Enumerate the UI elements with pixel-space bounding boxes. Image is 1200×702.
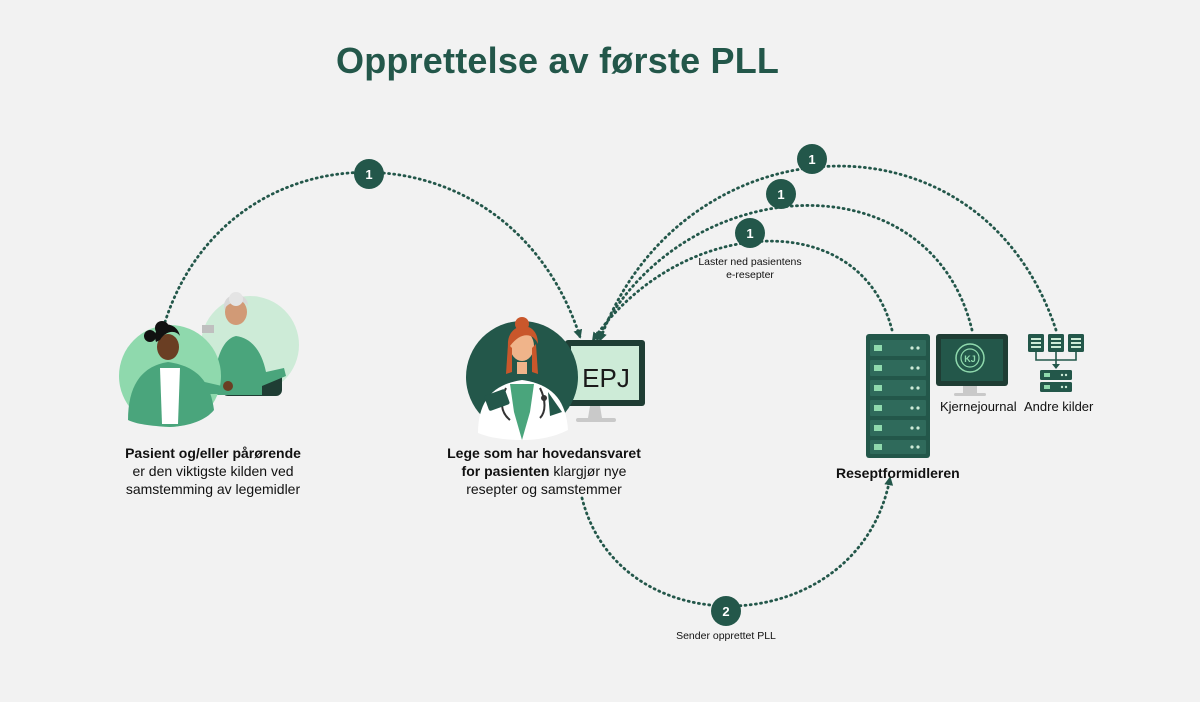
doctor-epj-illustration [466, 317, 645, 440]
reseptformidleren-label: Reseptformidleren [836, 465, 960, 481]
doctor-caption: Lege som har hovedansvaret for pasienten… [430, 444, 658, 498]
step-badge-kjernejournal [766, 179, 796, 209]
step-number-1d: 1 [746, 226, 753, 241]
kjernejournal-monitor-icon [936, 334, 1008, 396]
step-number-1b: 1 [808, 152, 815, 167]
laster-ned-line2: e-resepter [726, 269, 774, 281]
step-badge-andre-kilder [797, 144, 827, 174]
doctor-caption-bold1: Lege som har hovedansvaret [447, 445, 641, 461]
patient-caption-line2: er den viktigste kilden ved [132, 463, 294, 479]
step-badge-sender [711, 596, 741, 626]
page-title: Opprettelse av første PLL [336, 40, 780, 81]
arrow-andre-kilder-to-epj [598, 164, 1058, 342]
step-number-1c: 1 [777, 187, 784, 202]
laster-ned-line1: Laster ned pasientens [698, 256, 802, 268]
kjernejournal-logo-letters: KJ [964, 354, 976, 364]
arrow-kjernejournal-to-epj [595, 204, 974, 342]
patient-caption: Pasient og/eller pårørende er den viktig… [100, 444, 326, 498]
arrow-patient-to-epj [163, 170, 583, 339]
reseptformidleren-server-icon [866, 334, 930, 458]
patient-caption-bold: Pasient og/eller pårørende [125, 445, 301, 461]
arrow-reseptformidleren-to-epj [591, 239, 894, 342]
andre-kilder-label: Andre kilder [1024, 399, 1094, 414]
doctor-caption-rest2: klargjør nye [549, 463, 627, 479]
sender-label: Sender opprettet PLL [676, 630, 776, 642]
step-number-2: 2 [722, 604, 729, 619]
step-badge-reseptformidleren [735, 218, 765, 248]
epj-screen-text: EPJ [582, 363, 630, 393]
laster-ned-label: Laster ned pasientens e-resepter [680, 256, 820, 282]
kjernejournal-label: Kjernejournal [940, 399, 1017, 414]
andre-kilder-network-icon [1028, 334, 1084, 392]
step-badge-patient [354, 159, 384, 189]
doctor-caption-bold2: for pasienten [461, 463, 550, 479]
patient-illustration [119, 292, 299, 427]
step-number-1a: 1 [365, 167, 372, 182]
patient-caption-line3: samstemming av legemidler [125, 481, 301, 497]
doctor-caption-line3: resepter og samstemmer [466, 481, 622, 497]
